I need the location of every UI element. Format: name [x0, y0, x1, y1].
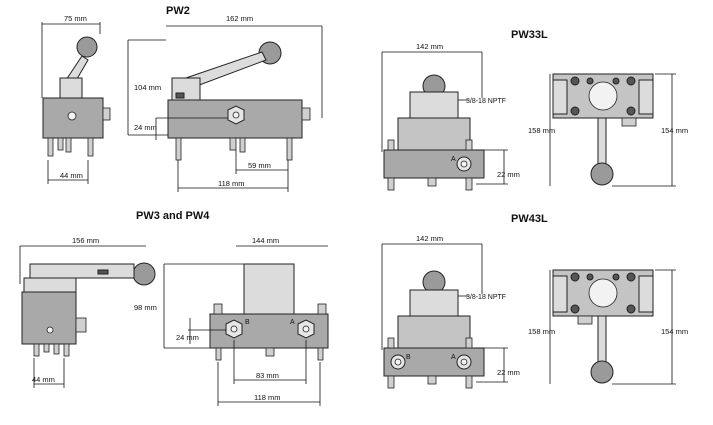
pw34-side-view [19, 245, 156, 388]
dim-pw2-height: 104 mm [134, 83, 161, 92]
dim-pw2-port-height: 24 mm [134, 123, 157, 132]
dim-pw33l-height: 158 mm [528, 126, 555, 135]
title-pw2: PW2 [166, 5, 190, 17]
dim-pw2-side-base: 44 mm [60, 171, 83, 180]
dim-pw2-base-width: 118 mm [218, 179, 245, 188]
pw33l-thread-label: 3/8-18 NPTF [466, 98, 506, 105]
pw34-port-b-label: B [245, 319, 250, 326]
title-pw33l: PW33L [511, 29, 548, 41]
pw43l-thread-label: 3/8-18 NPTF [466, 294, 506, 301]
dim-pw33l-top-height: 154 mm [661, 126, 688, 135]
dim-pw34-front-width: 144 mm [252, 236, 279, 245]
dim-pw34-side-width: 156 mm [72, 236, 99, 245]
pw2-front-view [127, 25, 323, 192]
pw33l-port-a-label: A [451, 156, 456, 163]
dim-pw43l-width: 142 mm [416, 234, 443, 243]
pw34-port-a-label: A [290, 319, 295, 326]
dim-pw34-base-width: 118 mm [254, 393, 281, 402]
pw43l-top-knob [590, 360, 614, 384]
pw2-side-knob [76, 36, 98, 58]
dim-pw33l-base-height: 22 mm [497, 170, 520, 179]
dim-pw2-front-width: 162 mm [226, 14, 253, 23]
dim-pw2-port-offset: 59 mm [248, 161, 271, 170]
dim-pw34-port-height: 24 mm [176, 333, 199, 342]
dim-pw34-side-base: 44 mm [32, 375, 55, 384]
pw34-front-view [163, 245, 329, 406]
pw34-side-body [21, 291, 77, 345]
pw2-side-view [41, 22, 111, 184]
pw43l-top-view [549, 269, 676, 385]
pw34-side-knob [132, 262, 156, 286]
pw43l-front-view [381, 243, 508, 389]
dim-pw43l-top-height: 154 mm [661, 327, 688, 336]
dim-pw34-height: 98 mm [134, 303, 157, 312]
pw43l-port-a-label: A [451, 354, 456, 361]
dim-pw34-port-spacing: 83 mm [256, 371, 279, 380]
title-pw3-pw4: PW3 and PW4 [136, 210, 210, 222]
pw33l-top-knob [590, 162, 614, 186]
pw43l-port-b-label: B [406, 354, 411, 361]
dim-pw33l-width: 142 mm [416, 42, 443, 51]
dim-pw43l-base-height: 22 mm [497, 368, 520, 377]
dim-pw43l-height: 158 mm [528, 327, 555, 336]
title-pw43l: PW43L [511, 213, 548, 225]
pw33l-front-view [381, 51, 508, 191]
dim-pw2-side-width: 75 mm [64, 14, 87, 23]
pw33l-top-view [549, 73, 676, 187]
